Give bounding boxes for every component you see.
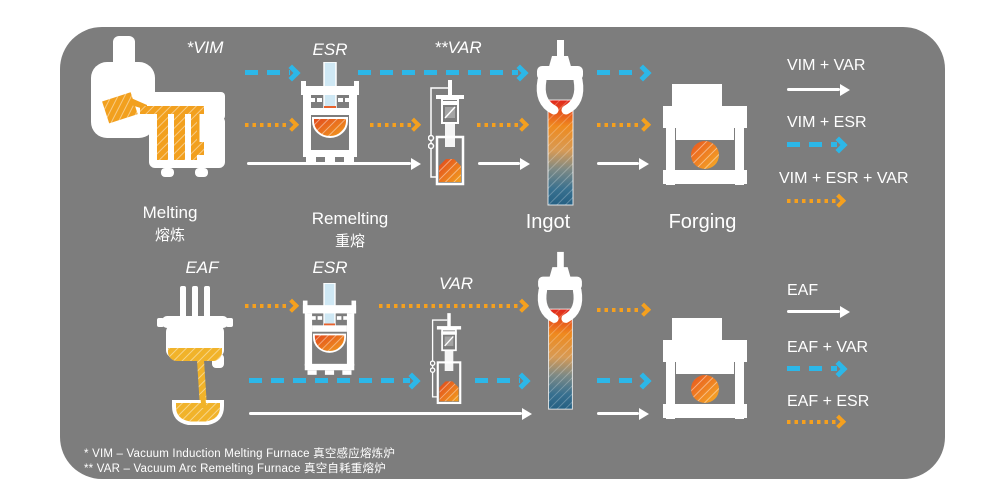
arrow-ingot-to-forging-orange — [597, 123, 642, 127]
stage-label-esr-top: ESR — [312, 40, 348, 59]
arrow-esr-to-ingot-cyan — [358, 70, 518, 75]
arrow-ingot-to-forging-white — [597, 157, 649, 170]
arrow-ingot-to-forging-white-b — [597, 407, 649, 420]
legend-label-eaf: EAF — [787, 282, 819, 299]
arrow-var-to-ingot-cyan — [475, 378, 520, 383]
stage-label-esr-bottom: ESR — [312, 258, 348, 277]
legend-arrow-dotted-orange-bottom — [787, 420, 837, 424]
stage-label-var-top: **VAR — [434, 38, 482, 57]
arrow-ingot-to-forging-cyan — [597, 70, 641, 75]
legend-label-eaf-esr: EAF + ESR — [787, 393, 870, 410]
ingot-icon — [536, 40, 584, 206]
legend-label-vim-var: VIM + VAR — [787, 57, 866, 74]
footnote-vim: * VIM – Vacuum Induction Melting Furnace… — [84, 448, 396, 460]
forging-press-icon — [663, 84, 747, 185]
legend-arrow-solid-white-bottom — [787, 305, 850, 318]
legend-arrow-dotted-orange-top — [787, 199, 837, 203]
arrow-ingot-to-forging-orange-b — [597, 308, 642, 312]
footnote-var: ** VAR – Vacuum Arc Remelting Furnace 真空… — [84, 463, 386, 475]
caption-remelting-zh: 重熔 — [334, 233, 365, 250]
esr-furnace-icon — [302, 283, 357, 375]
esr-furnace-icon — [301, 62, 359, 162]
legend-arrow-dashed-cyan-bottom — [787, 366, 837, 371]
legend-label-eaf-var: EAF + VAR — [787, 339, 869, 356]
ingot-icon — [537, 251, 583, 410]
legend-label-vim-esr-var: VIM + ESR + VAR — [779, 170, 909, 187]
forging-press-icon — [663, 318, 747, 419]
legend-label-vim-esr: VIM + ESR — [787, 114, 867, 131]
caption-ingot: Ingot — [525, 211, 571, 233]
stage-label-var-bottom: VAR — [438, 274, 474, 293]
arrow-vim-to-esr-cyan — [245, 70, 290, 75]
arrow-vim-to-var-white — [247, 157, 421, 170]
eaf-furnace-icon — [157, 286, 233, 425]
legend-arrow-solid-white-top — [787, 83, 850, 96]
arrow-eaf-to-var-cyan — [249, 378, 410, 383]
arrow-esr-to-var-orange — [370, 123, 412, 127]
arrow-ingot-to-forging-cyan-b — [597, 378, 641, 383]
caption-melting-en: Melting — [142, 203, 198, 222]
caption-remelting-en: Remelting — [311, 209, 389, 228]
arrow-var-to-ingot-orange — [477, 123, 520, 127]
arrow-esr-to-ingot-orange — [379, 304, 520, 308]
arrow-eaf-to-esr-orange — [245, 304, 290, 308]
arrow-var-to-ingot-white — [478, 157, 530, 170]
arrow-eaf-to-ingot-white — [249, 407, 532, 420]
vim-furnace-icon — [91, 36, 225, 177]
arrow-vim-to-esr-orange — [245, 123, 290, 127]
legend-arrow-dashed-cyan-top — [787, 142, 837, 147]
stage-label-vim: *VIM — [186, 38, 224, 57]
caption-melting-zh: 熔炼 — [154, 227, 185, 244]
var-furnace-icon — [428, 80, 465, 186]
caption-forging: Forging — [668, 211, 737, 233]
stage-label-eaf: EAF — [185, 258, 219, 277]
var-furnace-icon — [430, 313, 462, 405]
